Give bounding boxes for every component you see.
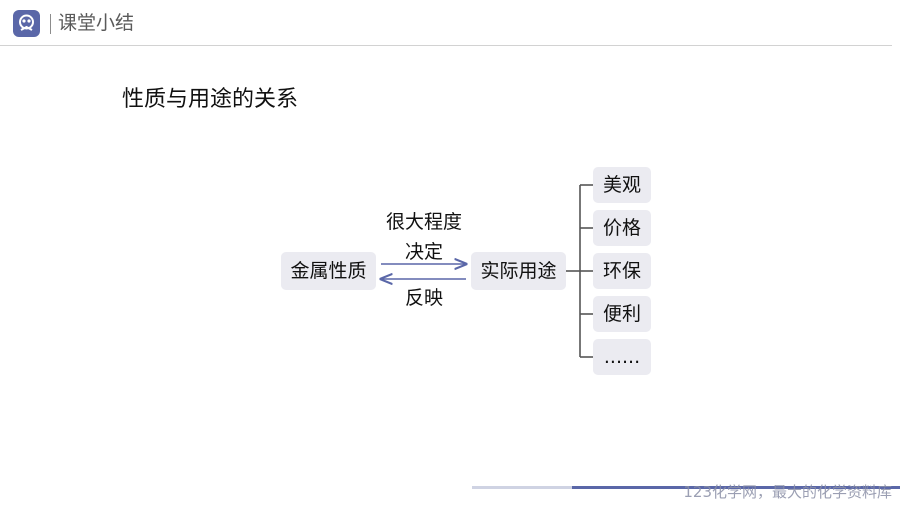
owl-logo-icon <box>13 10 40 37</box>
slide-title: 性质与用途的关系 <box>122 87 299 112</box>
slide-header: 课堂小结 <box>0 0 900 46</box>
footer-accent-bar <box>472 486 900 489</box>
arrow-label-top-line1: 很大程度 <box>385 211 462 233</box>
arrow-label-bottom: 反映 <box>404 287 443 309</box>
header-divider <box>50 14 51 34</box>
watermark-text: 123化学网，最大的化学资料库 <box>683 483 892 501</box>
header-rule <box>0 45 892 46</box>
arrow-label-top-line2: 决定 <box>404 241 443 263</box>
header-title: 课堂小结 <box>58 12 135 34</box>
use-item-appearance: 美观 <box>593 167 651 203</box>
metal-properties-box: 金属性质 <box>281 252 376 290</box>
use-item-price: 价格 <box>593 210 651 246</box>
use-item-ellipsis: ...... <box>593 339 651 375</box>
use-item-environment: 环保 <box>593 253 651 289</box>
practical-uses-box: 实际用途 <box>471 252 566 290</box>
use-item-convenience: 便利 <box>593 296 651 332</box>
